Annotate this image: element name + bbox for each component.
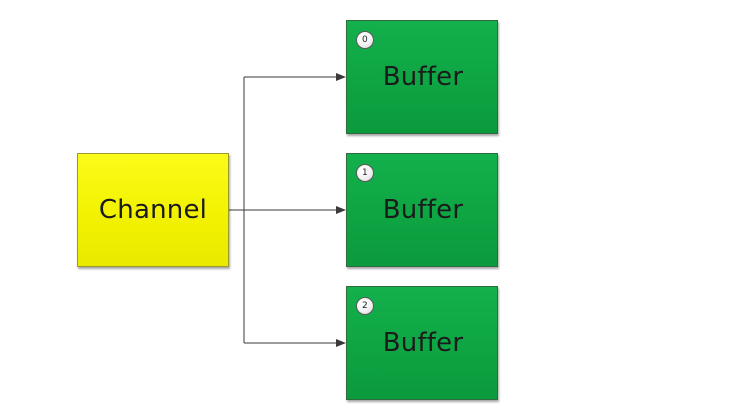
channel-node: Channel: [77, 153, 229, 267]
buffer-node-1: 1 Buffer: [346, 153, 498, 267]
buffer-node-0: 0 Buffer: [346, 20, 498, 134]
buffer-node-2: 2 Buffer: [346, 286, 498, 400]
buffer-index-badge-2: 2: [356, 297, 374, 315]
buffer-index-badge-0: 0: [356, 31, 374, 49]
channel-label: Channel: [98, 195, 208, 225]
buffer-label-2: Buffer: [382, 328, 464, 358]
buffer-label-1: Buffer: [382, 195, 464, 225]
buffer-index-badge-1: 1: [356, 164, 374, 182]
buffer-label-0: Buffer: [382, 62, 464, 92]
